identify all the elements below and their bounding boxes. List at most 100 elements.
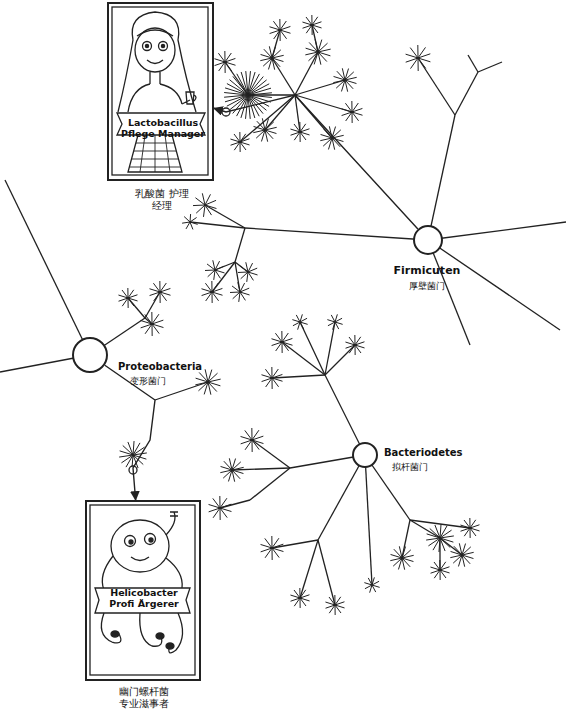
banner-text: Lactobacillus Pflege Manager <box>118 118 208 140</box>
starburst-spoke <box>282 338 292 342</box>
starburst-spoke <box>213 498 220 508</box>
starburst-spoke <box>262 378 272 382</box>
starburst-spoke <box>300 129 309 132</box>
tree-branch <box>295 95 332 138</box>
branch-tip-marker <box>129 466 137 474</box>
starburst-spoke <box>439 560 440 570</box>
starburst-spoke <box>260 58 272 61</box>
tree-branch <box>212 262 235 292</box>
starburst-spoke <box>282 342 283 353</box>
phylum-name-zh: 厚壁菌门 <box>387 281 467 291</box>
starburst-spoke <box>418 54 430 58</box>
starburst-spoke <box>300 598 301 608</box>
tree-branch <box>295 95 352 112</box>
starburst-spoke <box>469 518 470 528</box>
starburst-spoke <box>390 558 402 561</box>
starburst-spoke <box>215 270 220 278</box>
starburst-spoke <box>418 58 419 71</box>
starburst-spoke <box>251 428 252 440</box>
starburst-spoke <box>205 369 208 382</box>
starburst-spoke <box>462 555 465 567</box>
tree-branch <box>468 55 478 72</box>
starburst-spoke <box>399 546 402 558</box>
starburst-spoke <box>220 504 231 508</box>
cup <box>182 92 196 104</box>
starburst-spoke <box>215 266 224 270</box>
tree-branch <box>410 520 470 528</box>
banner <box>95 588 190 613</box>
starburst-spoke <box>265 127 277 130</box>
starburst-spoke <box>306 17 312 25</box>
starburst-spoke <box>145 314 152 324</box>
starburst-spoke <box>300 595 309 598</box>
pupil <box>145 44 148 47</box>
starburst-spoke <box>315 39 318 52</box>
starburst-spoke <box>119 298 128 301</box>
starburst-spoke <box>462 552 474 555</box>
starburst-spoke <box>240 292 245 300</box>
starburst-spoke <box>122 290 128 298</box>
starburst-spoke <box>352 108 362 112</box>
starburst-spoke <box>205 283 212 292</box>
starburst-spoke <box>312 22 321 25</box>
banner-text: Helicobacter Profi Ärgerer <box>97 588 191 610</box>
starburst-spoke <box>153 283 160 292</box>
head <box>111 520 169 572</box>
starburst-spoke <box>248 95 272 97</box>
starburst-spoke <box>335 322 339 329</box>
starburst-spoke <box>402 558 405 570</box>
face <box>135 28 175 72</box>
starburst-spoke <box>275 333 282 342</box>
starburst-spoke <box>215 62 225 66</box>
eye <box>145 534 156 545</box>
pupil <box>129 540 133 544</box>
starburst-spoke <box>205 270 215 271</box>
starburst-spoke <box>248 268 257 272</box>
starburst-spoke <box>238 282 240 292</box>
tree-branch <box>455 72 478 115</box>
starburst-spoke <box>354 335 355 345</box>
starburst-spoke <box>272 342 282 346</box>
flagellum-tip <box>111 631 119 637</box>
starburst-spoke <box>464 520 470 528</box>
starburst-spoke <box>418 58 426 68</box>
starburst-spoke <box>239 132 240 142</box>
starburst-spoke <box>269 46 272 58</box>
skirt-hatch <box>130 135 180 172</box>
tree-branch <box>128 298 145 318</box>
starburst-spoke <box>332 138 335 150</box>
starburst-spoke <box>190 214 192 222</box>
starburst-spoke <box>335 605 341 613</box>
lactobacillus-portrait <box>112 7 208 175</box>
eye <box>125 536 136 547</box>
starburst-spoke <box>212 288 222 292</box>
starburst-spoke <box>440 536 454 538</box>
toothbrush <box>166 512 178 535</box>
tree-branch <box>312 25 318 52</box>
portrait-frame: Helicobacter Profi Ärgerer幽门螺杆菌 专业滋事者 <box>85 500 201 681</box>
starburst-spoke <box>248 95 250 119</box>
starburst-spoke <box>331 315 335 322</box>
starburst-spoke <box>335 318 342 322</box>
starburst-spoke <box>334 595 335 605</box>
starburst-spoke <box>272 58 275 70</box>
tree-branch <box>418 58 455 115</box>
starburst-spoke <box>345 80 348 92</box>
starburst-spoke <box>220 508 227 518</box>
starburst-spoke <box>252 440 259 450</box>
fringe <box>137 30 173 36</box>
mouth <box>131 557 149 561</box>
inner-frame <box>112 7 208 175</box>
tree-branch <box>478 62 502 72</box>
starburst-spoke <box>230 292 240 293</box>
starburst-spoke <box>305 52 318 55</box>
starburst-spoke <box>271 367 272 378</box>
starburst-spoke <box>335 602 344 605</box>
starburst-spoke <box>410 48 418 58</box>
starburst-spoke <box>211 281 212 292</box>
starburst-spoke <box>365 585 372 589</box>
starburst-spoke <box>265 130 268 142</box>
helicobacter-portrait <box>90 505 195 675</box>
tree-branch <box>325 345 355 375</box>
